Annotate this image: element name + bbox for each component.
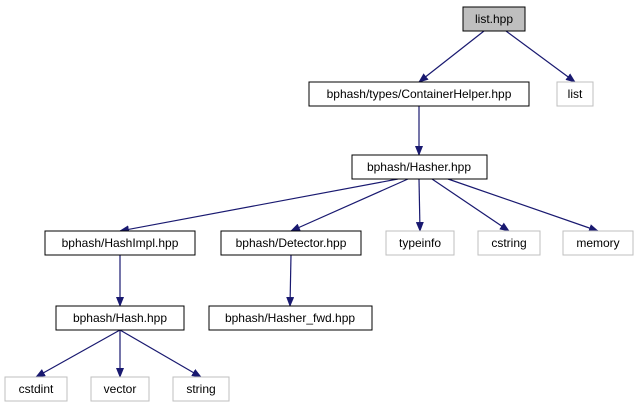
node-label: cstdint [19,382,54,396]
edge-hash-to-cstdint [35,329,121,378]
edge-list-hpp-to-list [505,30,576,83]
node-container-helper[interactable]: bphash/types/ContainerHelper.hpp [308,81,530,107]
node-list[interactable]: list [556,81,594,107]
node-label: bphash/Hash.hpp [73,311,167,325]
node-hasher[interactable]: bphash/Hasher.hpp [351,154,488,180]
edge-hasher-to-cstring [431,178,510,232]
node-label: bphash/Detector.hpp [236,236,347,250]
node-label: memory [576,236,619,250]
node-typeinfo[interactable]: typeinfo [385,230,455,256]
edge-hasher-to-typeinfo [415,178,424,232]
node-label: bphash/Hasher_fwd.hpp [225,311,355,325]
edge-list-hpp-to-container-helper [418,30,485,83]
node-detector[interactable]: bphash/Detector.hpp [220,230,362,256]
node-label: typeinfo [399,236,441,250]
node-memory[interactable]: memory [562,230,634,256]
node-label: string [186,382,215,396]
node-hash-impl[interactable]: bphash/HashImpl.hpp [44,230,196,256]
node-label: bphash/Hasher.hpp [367,160,471,174]
edge-detector-to-hasher-fwd [286,254,295,307]
edge-hasher-to-detector [290,178,409,232]
node-hash[interactable]: bphash/Hash.hpp [55,305,185,331]
node-string[interactable]: string [172,376,230,402]
edge-hasher-to-hash-impl [119,178,399,234]
edge-hasher-to-memory [447,178,599,232]
node-label: list [568,87,583,101]
node-label: cstring [491,236,526,250]
edge-hash-to-string [119,329,202,378]
node-label: list.hpp [475,12,513,26]
node-hasher-fwd[interactable]: bphash/Hasher_fwd.hpp [208,305,373,331]
node-label: vector [104,382,137,396]
node-label: bphash/HashImpl.hpp [62,236,179,250]
node-list-hpp[interactable]: list.hpp [462,6,526,32]
node-label: bphash/types/ContainerHelper.hpp [327,87,512,101]
node-cstdint[interactable]: cstdint [4,376,68,402]
node-cstring[interactable]: cstring [477,230,541,256]
edges-layer [35,30,599,378]
node-vector[interactable]: vector [90,376,150,402]
